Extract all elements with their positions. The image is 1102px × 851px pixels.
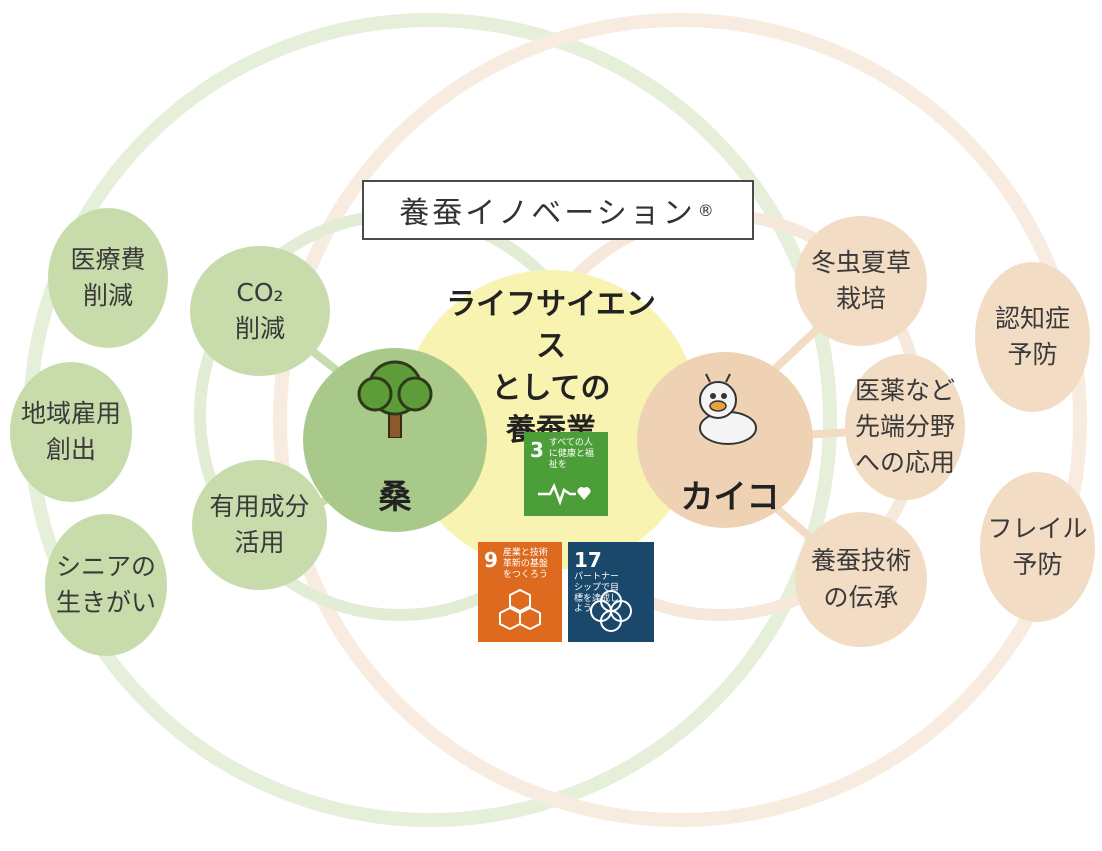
bubble-senior-purpose: シニアの 生きがい [45, 514, 167, 656]
bubble-medical-cost: 医療費 削減 [48, 208, 168, 348]
sdg-17-icon: 17パートナーシップで目標を達成しよう [568, 542, 654, 642]
bubble-senior-line1: シニアの [55, 551, 156, 581]
flower-rings-icon [590, 590, 632, 632]
bubble-cordyceps-line2: 栽培 [835, 284, 886, 313]
bubble-advanced-medicine: 医薬など 先端分野 への応用 [845, 354, 965, 500]
bubble-frailty-line1: フレイル [987, 513, 1088, 543]
bubble-dementia-line1: 認知症 [994, 303, 1070, 333]
bubble-employment-line2: 創出 [45, 435, 96, 464]
center-title-line1: ライフサイエンス [446, 287, 656, 364]
title-text: 養蚕イノベーション [399, 196, 696, 231]
bubble-useful-line1: 有用成分 [209, 491, 310, 521]
bubble-technique-heritage: 養蚕技術 の伝承 [795, 512, 927, 647]
bubble-senior-line2: 生きがい [55, 588, 156, 617]
hub-mulberry [303, 348, 487, 532]
bubble-medicine-line1: 医薬など [854, 375, 955, 405]
center-title-line2: としての [491, 371, 611, 406]
bubble-frailty-prevention: フレイル 予防 [980, 472, 1095, 622]
bubble-medicine-line2: 先端分野 [854, 411, 955, 441]
bubble-useful-components: 有用成分 活用 [192, 460, 327, 590]
bubble-cordyceps: 冬虫夏草 栽培 [795, 216, 927, 346]
bubble-medical-line2: 削減 [82, 281, 133, 310]
bubble-heritage-line1: 養蚕技術 [810, 546, 911, 576]
sdg-9-text: 産業と技術革新の基盤をつくろう [502, 548, 548, 580]
bubble-regional-employment: 地域雇用 創出 [10, 362, 132, 502]
bubble-useful-line2: 活用 [234, 528, 285, 557]
sdg-3-number: 3 [530, 438, 544, 462]
bubble-co2-line2: 削減 [234, 314, 285, 343]
sdg-17-text: パートナーシップで目標を達成しよう [574, 572, 620, 615]
heartbeat-icon [538, 482, 591, 506]
bubble-co2-line1: CO₂ [236, 277, 284, 307]
hub-left-label: 桑 [378, 477, 412, 516]
hub-right-label: カイコ [680, 477, 780, 516]
center-title: ライフサイエンス としての 養蚕業 [440, 284, 662, 452]
diagram-title: 養蚕イノベーション® [362, 180, 754, 240]
outer-ring-right [273, 13, 1087, 827]
sdg-17-number: 17 [574, 548, 602, 572]
bubble-employment-line1: 地域雇用 [20, 398, 121, 428]
bubble-dementia-prevention: 認知症 予防 [975, 262, 1090, 412]
bubble-co2: CO₂ 削減 [190, 246, 330, 376]
silkworm-icon [688, 370, 768, 450]
sdg-9-number: 9 [484, 548, 498, 572]
bubble-cordyceps-line1: 冬虫夏草 [810, 247, 911, 277]
bubble-heritage-line2: の伝承 [823, 582, 899, 612]
center-circle [400, 270, 700, 570]
bubble-dementia-line2: 予防 [1007, 340, 1058, 369]
bubble-medicine-line3: への応用 [854, 448, 955, 478]
tree-icon [343, 358, 447, 439]
registered-mark: ® [697, 200, 717, 220]
cubes-icon [499, 588, 541, 631]
sdg-3-text: すべての人に健康と福祉を [548, 438, 594, 470]
bubble-medical-line1: 医療費 [70, 244, 146, 274]
bubble-frailty-line2: 予防 [1012, 550, 1063, 579]
